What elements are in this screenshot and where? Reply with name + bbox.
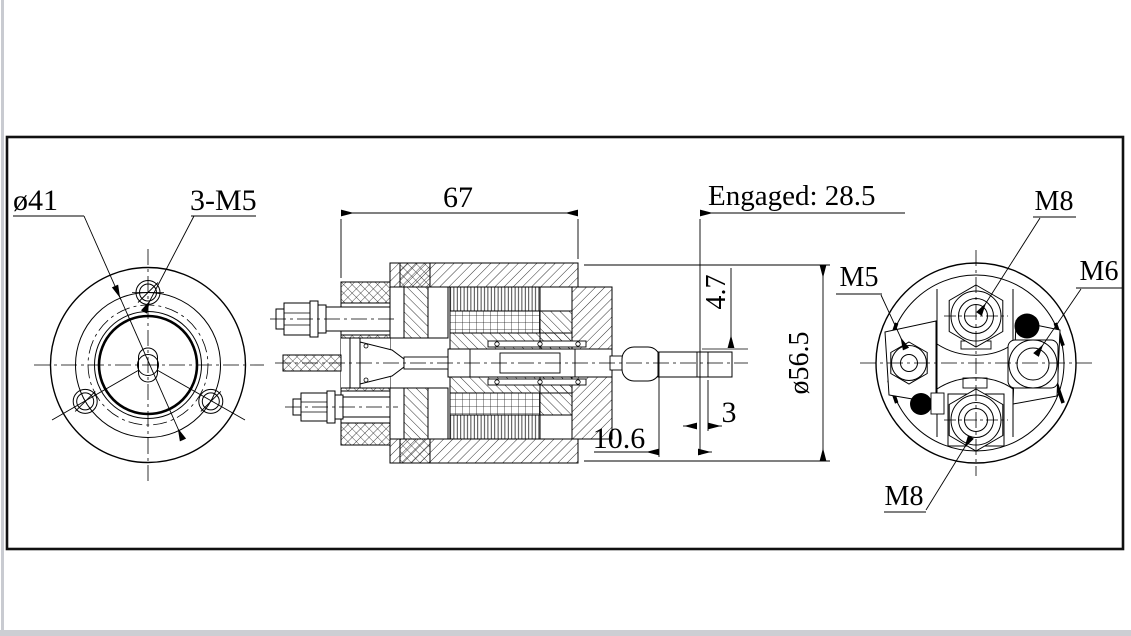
flange-holes-leader: [140, 215, 256, 314]
drawing-frame: [5, 135, 1125, 551]
engaged-stroke-label: Engaged: 28.5: [708, 180, 876, 212]
section-centerlines: [270, 318, 748, 408]
m5-terminal: [884, 320, 937, 404]
contact-dot-top-right: [1014, 313, 1040, 339]
section-tip-label: 3: [721, 396, 737, 429]
terminal-leaders: [836, 216, 1122, 513]
terminal-end-view: [836, 216, 1122, 513]
contact-dot-bottom-left: [910, 393, 932, 415]
section-dimensions: [340, 209, 905, 462]
terminal-bottom-label: M8: [884, 481, 924, 512]
m6-terminal: [1007, 320, 1061, 405]
section-travel-label: 10.6: [592, 422, 646, 455]
bolt-hole-lower-left: [72, 388, 98, 414]
section-diameter-label: ø56.5: [784, 331, 815, 395]
flange-front-view: [13, 215, 264, 481]
flange-diameter-label: ø41: [13, 184, 58, 217]
terminal-right-label: M6: [1079, 256, 1119, 287]
section-length-label: 67: [443, 181, 473, 214]
bolt-hole-lower-right: [198, 388, 224, 414]
terminal-top-label: M8: [1034, 186, 1074, 217]
flange-holes-label: 3-M5: [190, 184, 257, 217]
flange-diameter-leader: [13, 215, 187, 442]
terminal-left-label: M5: [839, 262, 879, 293]
bolt-hole-top: [132, 280, 164, 305]
solenoid-section-view: [270, 209, 905, 464]
section-depth-label: 4.7: [701, 274, 732, 310]
